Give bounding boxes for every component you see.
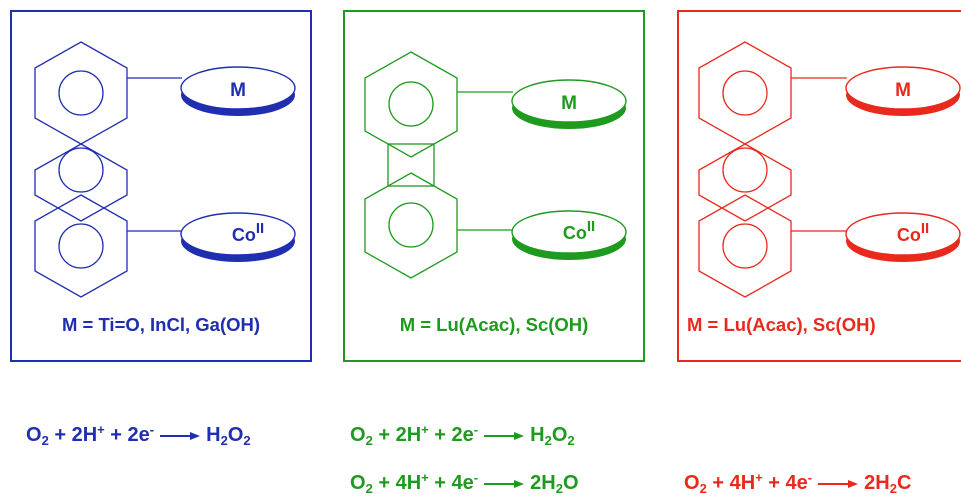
equation-four-electron-green: O2 + 4H+ + 4e-2H2O — [350, 470, 579, 496]
eq1-product-h-sub: 2 — [220, 433, 228, 448]
red-cobalt-disk: CoII — [845, 212, 961, 262]
blue-bottom-ring — [34, 194, 128, 298]
blue-metal-label: M — [230, 80, 246, 101]
red-cobalt-oxidation: II — [921, 220, 929, 237]
eq1-h: + 2H — [48, 424, 98, 446]
eq3-product-h-sub: 2 — [555, 481, 563, 496]
eq4-h-sup: + — [755, 470, 763, 485]
red-bottom-ring-circle — [722, 223, 768, 269]
blue-panel-caption: M = Ti=O, InCl, Ga(OH) — [61, 314, 261, 335]
blue-metal-disk: M — [180, 66, 296, 116]
panel-green: M CoII M = Lu(Acac), Sc(OH) — [343, 10, 645, 362]
eq4-o: O — [684, 472, 700, 494]
eq1-o: O — [26, 424, 42, 446]
panel-blue: M CoII M = Ti=O, InCl, Ga(OH) — [10, 10, 312, 362]
green-cobalt-symbol: Co — [563, 223, 587, 243]
eq4-e: + 4e — [762, 472, 808, 494]
eq4-product-h: 2H — [864, 472, 890, 494]
eq1-product-o-sub: 2 — [243, 433, 251, 448]
eq4-product-cut: C — [896, 472, 912, 494]
eq3-h: + 4H — [372, 472, 422, 494]
eq2-h-sup: + — [421, 422, 429, 437]
equation-two-electron-blue: O2 + 2H+ + 2e-H2O2 — [26, 422, 251, 448]
blue-bottom-ring-circle — [58, 223, 104, 269]
green-metal-label: M — [561, 93, 577, 114]
eq3-e-sup: - — [473, 470, 479, 485]
green-bottom-ring-circle — [388, 202, 434, 248]
eq3-o-sub: 2 — [365, 481, 373, 496]
eq2-o-sub: 2 — [365, 433, 373, 448]
green-ring-stack — [364, 51, 513, 279]
eq2-product-h: H — [530, 424, 545, 446]
reaction-arrow-icon — [484, 431, 525, 440]
eq1-o-sub: 2 — [41, 433, 49, 448]
green-cobalt-disk: CoII — [511, 210, 627, 260]
red-middle-ring — [698, 143, 792, 222]
eq2-product-o: O — [551, 424, 568, 446]
eq2-e-sup: - — [473, 422, 479, 437]
reaction-arrow-icon — [160, 431, 201, 440]
equation-two-electron-green: O2 + 2H+ + 2e-H2O2 — [350, 422, 575, 448]
green-metal-disk: M — [511, 79, 627, 129]
eq1-e: + 2e — [104, 424, 150, 446]
blue-cobalt-disk: CoII — [180, 212, 296, 262]
green-cobalt-oxidation: II — [587, 218, 595, 235]
eq4-h: + 4H — [706, 472, 756, 494]
eq3-e: + 4e — [428, 472, 474, 494]
blue-middle-ring — [34, 143, 128, 222]
eq2-h: + 2H — [372, 424, 422, 446]
green-top-ring-circle — [388, 81, 434, 127]
green-panel-caption: M = Lu(Acac), Sc(OH) — [399, 314, 589, 335]
eq2-e: + 2e — [428, 424, 474, 446]
eq3-product-o: O — [562, 472, 579, 494]
blue-cobalt-label: CoII — [232, 220, 264, 245]
red-metal-label: M — [895, 80, 911, 101]
equation-four-electron-red: O2 + 4H+ + 4e-2H2C — [684, 470, 911, 496]
red-ring-stack — [698, 41, 847, 298]
eq1-product-o: O — [227, 424, 244, 446]
blue-top-ring — [34, 41, 128, 145]
red-bottom-ring — [698, 194, 792, 298]
red-metal-disk: M — [845, 66, 961, 116]
red-cobalt-label: CoII — [897, 220, 929, 245]
eq2-product-o-sub: 2 — [567, 433, 575, 448]
green-cyclobutadiene-ring — [387, 143, 435, 187]
blue-middle-ring-circle — [58, 147, 104, 193]
eq2-o: O — [350, 424, 366, 446]
red-top-ring-circle — [722, 70, 768, 116]
eq1-h-sup: + — [97, 422, 105, 437]
eq1-e-sup: - — [149, 422, 155, 437]
green-cobalt-label: CoII — [563, 218, 595, 243]
blue-cobalt-oxidation: II — [256, 220, 264, 237]
eq2-product-h-sub: 2 — [544, 433, 552, 448]
eq3-product-h: 2H — [530, 472, 556, 494]
panel-red: M CoII M = Lu(Acac), Sc(OH) — [677, 10, 961, 362]
eq1-product-h: H — [206, 424, 221, 446]
red-middle-ring-circle — [722, 147, 768, 193]
eq4-e-sup: - — [807, 470, 813, 485]
red-panel-caption: M = Lu(Acac), Sc(OH) — [687, 314, 876, 335]
green-top-ring — [364, 51, 458, 158]
eq4-o-sub: 2 — [699, 481, 707, 496]
blue-cobalt-symbol: Co — [232, 225, 256, 245]
eq4-product-h-sub: 2 — [889, 481, 897, 496]
red-complex-structure: M CoII — [698, 41, 961, 298]
reaction-arrow-icon — [818, 479, 859, 488]
green-bottom-ring — [364, 172, 458, 279]
reaction-arrow-icon — [484, 479, 525, 488]
blue-top-ring-circle — [58, 70, 104, 116]
red-top-ring — [698, 41, 792, 145]
green-complex-structure: M CoII — [364, 51, 627, 279]
red-cobalt-symbol: Co — [897, 225, 921, 245]
blue-ring-stack — [34, 41, 182, 298]
blue-complex-structure: M CoII — [34, 41, 296, 298]
eq3-h-sup: + — [421, 470, 429, 485]
eq3-o: O — [350, 472, 366, 494]
